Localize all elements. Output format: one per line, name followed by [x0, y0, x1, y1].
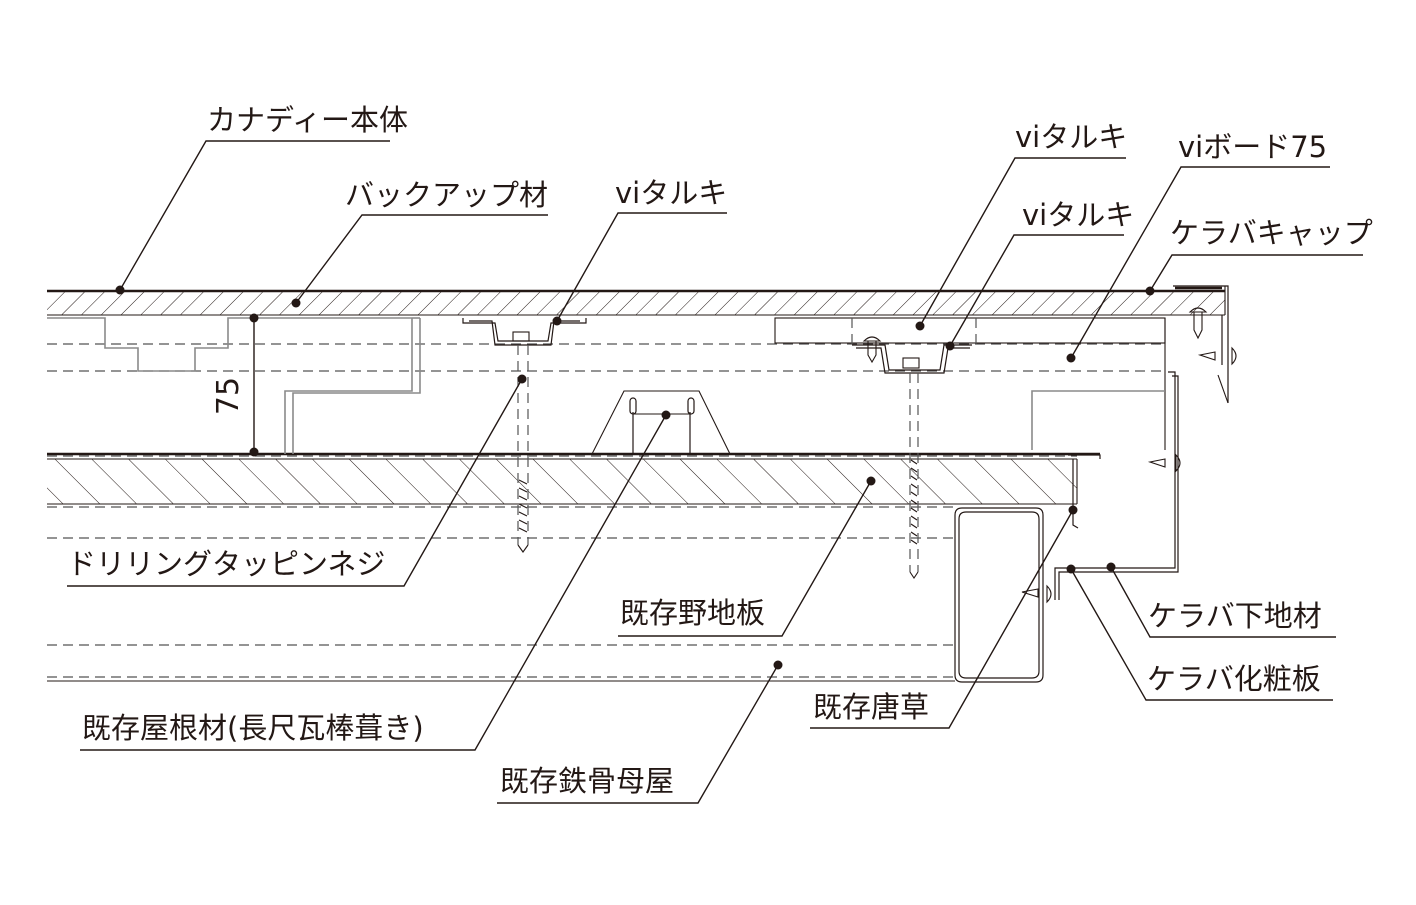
label-vi-taruki-1: viタルキ	[615, 176, 727, 210]
vi-rafter-1	[462, 318, 587, 346]
vi-rafter-2	[852, 336, 972, 374]
label-backup-material: バックアップ材	[345, 178, 548, 212]
vi-board-75	[774, 317, 1166, 450]
keraba-trim	[1054, 371, 1181, 600]
label-canady-body: カナディー本体	[207, 103, 408, 137]
backup-material-profile	[47, 317, 421, 454]
label-vi-board-75: viボード75	[1178, 130, 1327, 164]
leaders	[67, 140, 1363, 804]
labels: カナディー本体 バックアップ材 viタルキ viタルキ viボード75 viタル…	[67, 103, 1373, 798]
drilling-tapping-screw-2	[909, 373, 919, 579]
label-keraba-cap: ケラバキャップ	[1170, 216, 1373, 250]
existing-steel-purlin	[954, 507, 1052, 683]
label-existing-karakusa: 既存唐草	[813, 690, 929, 724]
hidden-lines	[47, 343, 1165, 682]
dimension-75: 75	[211, 313, 259, 457]
drilling-tapping-screw-1	[517, 345, 529, 553]
label-vi-taruki-3: viタルキ	[1022, 198, 1134, 232]
label-existing-sheathing: 既存野地板	[620, 596, 765, 630]
existing-karakusa	[1068, 454, 1101, 529]
label-keraba-base: ケラバ下地材	[1148, 599, 1322, 633]
keraba-cap	[1173, 285, 1237, 404]
label-existing-steel-purlin: 既存鉄骨母屋	[500, 764, 674, 798]
label-drilling-tapping-screw: ドリリングタッピンネジ	[67, 547, 385, 581]
existing-sheathing-panel	[47, 452, 1100, 508]
existing-roofing-seam	[591, 390, 731, 455]
label-vi-taruki-2: viタルキ	[1015, 120, 1127, 154]
label-existing-roofing: 既存屋根材(長尺瓦棒葺き)	[82, 711, 424, 745]
label-keraba-trim: ケラバ化粧板	[1147, 662, 1321, 696]
dimension-value: 75	[211, 377, 246, 415]
canady-body-panel	[47, 286, 1226, 316]
